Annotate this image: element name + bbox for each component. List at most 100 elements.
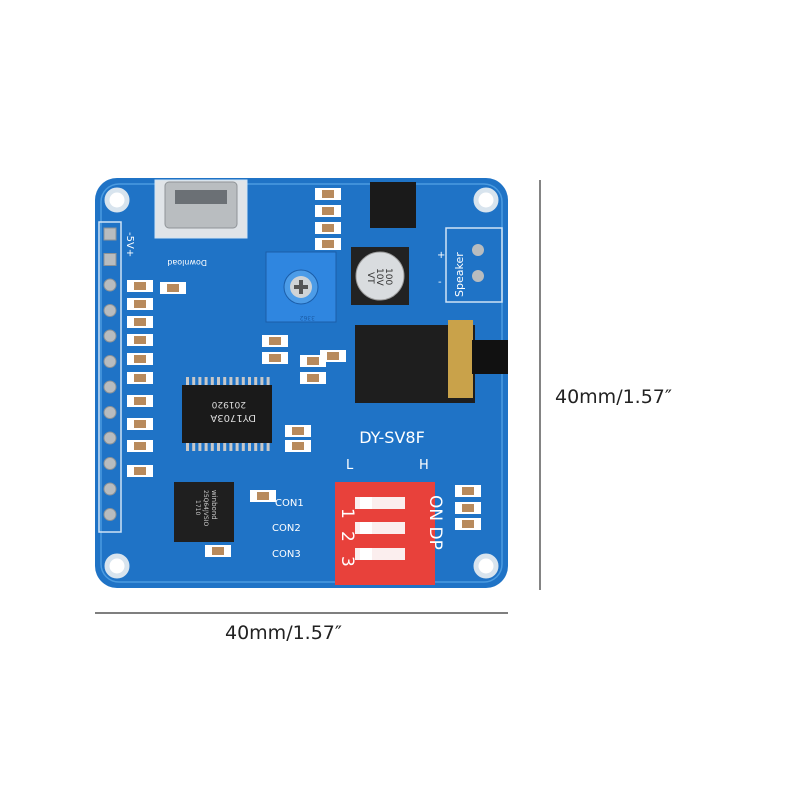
- power-label: -5V+: [124, 232, 135, 257]
- cap-text-1: 100: [383, 268, 393, 285]
- header-pin: [103, 380, 117, 394]
- smd-component: [455, 518, 481, 530]
- chip-pin: [260, 443, 264, 451]
- dip-number-1: 1: [337, 508, 357, 519]
- chip-pin: [254, 377, 258, 385]
- smd-component: [160, 282, 186, 294]
- smd-component: [127, 440, 153, 452]
- smd-component: [262, 335, 288, 347]
- mounting-holes: [104, 187, 499, 579]
- main-chip: [182, 385, 272, 443]
- chip-pin: [198, 443, 202, 451]
- chip-text-2: DY1703A: [210, 412, 256, 423]
- flash-chip: [174, 482, 234, 542]
- width-dimension-label: 40mm/1.57″: [225, 622, 342, 644]
- smd-component: [300, 372, 326, 384]
- smd-component: [315, 222, 341, 234]
- header-pin: [103, 329, 117, 343]
- smd-component: [127, 298, 153, 310]
- flash-text-2: 25Q64JVSIO: [202, 490, 209, 526]
- chip-pin: [235, 443, 239, 451]
- smd-component: [285, 425, 311, 437]
- height-dimension-label: 40mm/1.57″: [555, 386, 672, 408]
- smd-component: [127, 418, 153, 430]
- chip-pin: [223, 443, 227, 451]
- chip-pin: [241, 377, 245, 385]
- chip-pin: [210, 377, 214, 385]
- chip-pin: [210, 443, 214, 451]
- chip-pin: [254, 443, 258, 451]
- chip-pin: [204, 377, 208, 385]
- chip-pin: [229, 443, 233, 451]
- smd-component: [315, 205, 341, 217]
- chip-pin: [248, 377, 251, 385]
- chip-pin: [204, 443, 208, 451]
- smd-component: [127, 465, 153, 477]
- chip-pin: [186, 443, 189, 451]
- header-pin: [103, 278, 117, 292]
- chip-pin: [217, 377, 220, 385]
- model-label: DY-SV8F: [359, 428, 425, 447]
- header-pin: [103, 482, 117, 496]
- header-pin: [103, 227, 117, 241]
- switch-high-label: H: [419, 458, 429, 473]
- chip-pin: [229, 377, 233, 385]
- header-pin: [103, 253, 117, 266]
- con3-label: CON3: [272, 549, 301, 560]
- con2-label: CON2: [272, 523, 301, 534]
- dip-number-3: 3: [337, 556, 357, 567]
- chip-pin: [223, 377, 227, 385]
- smd-component: [127, 334, 153, 346]
- flash-text-1: winbond: [210, 490, 218, 520]
- chip-pin: [266, 377, 270, 385]
- smd-component: [315, 238, 341, 250]
- speaker-label: Speaker: [453, 252, 466, 297]
- header-pins: [98, 221, 122, 533]
- chip-pin: [192, 377, 196, 385]
- smd-component: [315, 188, 341, 200]
- chip-pin: [235, 377, 239, 385]
- header-pin: [103, 457, 117, 470]
- smd-component: [205, 545, 231, 557]
- chip-pin: [186, 377, 189, 385]
- smd-component: [127, 395, 153, 407]
- chip-pin: [241, 443, 245, 451]
- smd-component: [127, 353, 153, 365]
- smd-component: [455, 502, 481, 514]
- smd-component: [250, 490, 276, 502]
- header-pin: [103, 431, 117, 445]
- header-pin: [103, 304, 117, 317]
- chip-pin: [248, 443, 251, 451]
- chip-text-1: 201920: [211, 399, 246, 409]
- amplifier-chip: [370, 182, 416, 228]
- smd-component: [127, 280, 153, 292]
- smd-component: [285, 440, 311, 452]
- header-pin: [103, 508, 117, 521]
- con1-label: CON1: [275, 498, 304, 509]
- dip-label: ON DP: [425, 495, 445, 550]
- smd-component: [262, 352, 288, 364]
- switch-low-label: L: [346, 458, 354, 473]
- chip-pin: [260, 377, 264, 385]
- header-pin: [103, 406, 117, 419]
- chip-pin: [266, 443, 270, 451]
- download-label: Download: [167, 258, 207, 267]
- header-pin: [103, 355, 117, 368]
- dip-number-2: 2: [337, 531, 357, 542]
- smd-component: [455, 485, 481, 497]
- smd-component: [127, 316, 153, 328]
- cap-text-3: VT: [365, 272, 375, 284]
- speaker-connector: [445, 227, 503, 303]
- smd-component: [300, 355, 326, 367]
- smd-component: [127, 372, 153, 384]
- chip-pin: [217, 443, 220, 451]
- smd-component: [320, 350, 346, 362]
- cap-text-2: 10V: [374, 268, 384, 286]
- speaker-minus: -: [438, 277, 442, 288]
- chip-pin: [198, 377, 202, 385]
- chip-pin: [192, 443, 196, 451]
- flash-text-3: 1710: [194, 500, 201, 515]
- speaker-plus: +: [437, 250, 445, 261]
- pot-text: 3362: [300, 314, 315, 321]
